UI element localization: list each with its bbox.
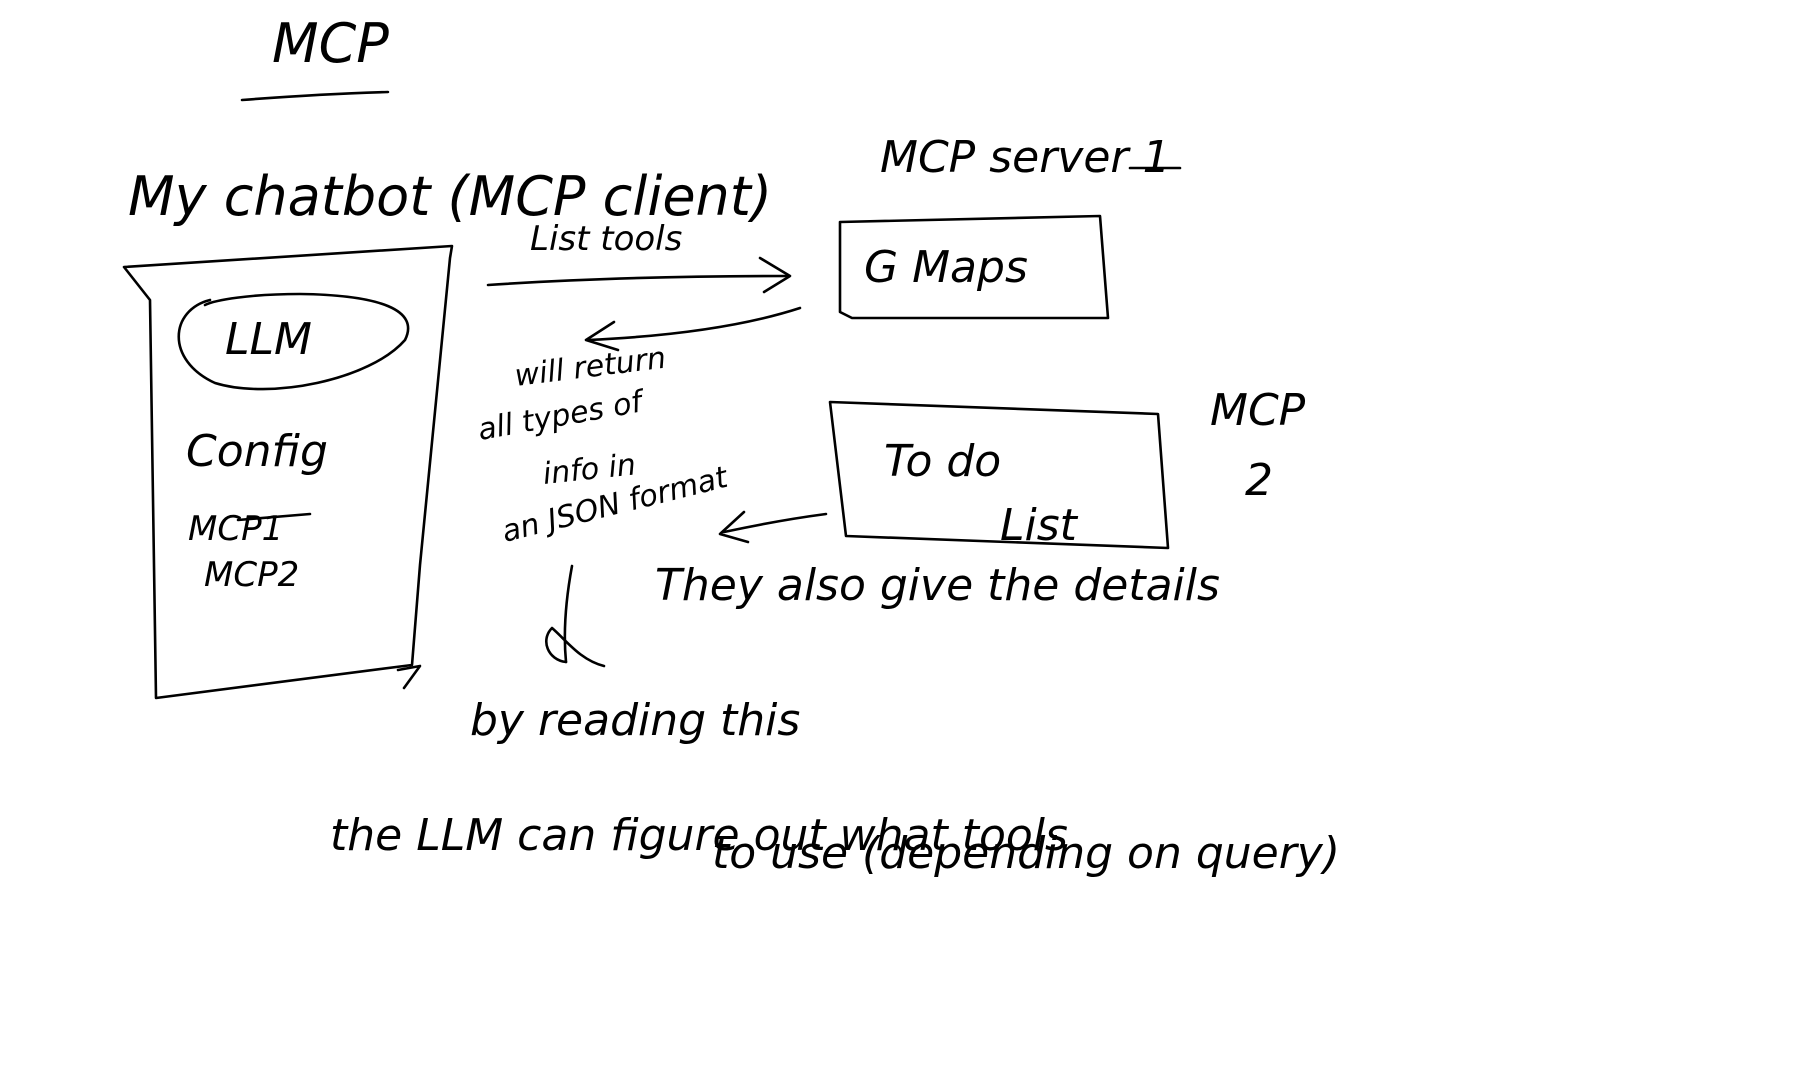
config-label: Config	[186, 426, 328, 477]
server2-box-line2: List	[1000, 500, 1079, 551]
server2-box-line1: To do	[884, 436, 1001, 487]
server2-label-line1: MCP	[1210, 385, 1306, 436]
server1-box-label: G Maps	[864, 242, 1028, 293]
todo-return-arrow	[722, 512, 828, 534]
client-box-tick	[396, 664, 422, 690]
todo-return-arrowhead	[718, 510, 750, 544]
client-label: My chatbot (MCP client)	[128, 165, 772, 228]
return-arrowhead	[584, 320, 620, 352]
server1-box	[838, 214, 1110, 320]
server2-label-line2: 2	[1245, 455, 1273, 506]
return-note-line2: all types of	[475, 384, 649, 448]
config-item-mcp1: MCP1	[188, 509, 283, 549]
llm-ellipse	[177, 292, 410, 391]
llm-label: LLM	[225, 314, 312, 365]
bottom-note-line2: the LLM can figure out what tools	[330, 810, 1068, 861]
list-tools-arrowhead	[758, 256, 792, 294]
bottom-note-line3: to use (depending on query)	[712, 828, 1340, 879]
list-tools-arrow	[486, 274, 790, 287]
config-item-mcp2: MCP2	[204, 555, 299, 595]
return-arrow	[586, 306, 802, 342]
server1-label: MCP server 1	[880, 132, 1170, 183]
config-divider	[236, 512, 312, 522]
return-note-line1: will return	[513, 341, 668, 394]
client-box	[122, 244, 454, 700]
bottom-note-line1: by reading this	[470, 695, 800, 746]
list-tools-label: List tools	[530, 219, 682, 259]
server2-box	[828, 400, 1170, 550]
title-underline	[240, 90, 390, 102]
details-note: They also give the details	[655, 560, 1220, 611]
down-arrow-curl	[545, 626, 606, 668]
diagram-title: MCP	[272, 12, 389, 75]
down-arrow	[563, 564, 574, 664]
